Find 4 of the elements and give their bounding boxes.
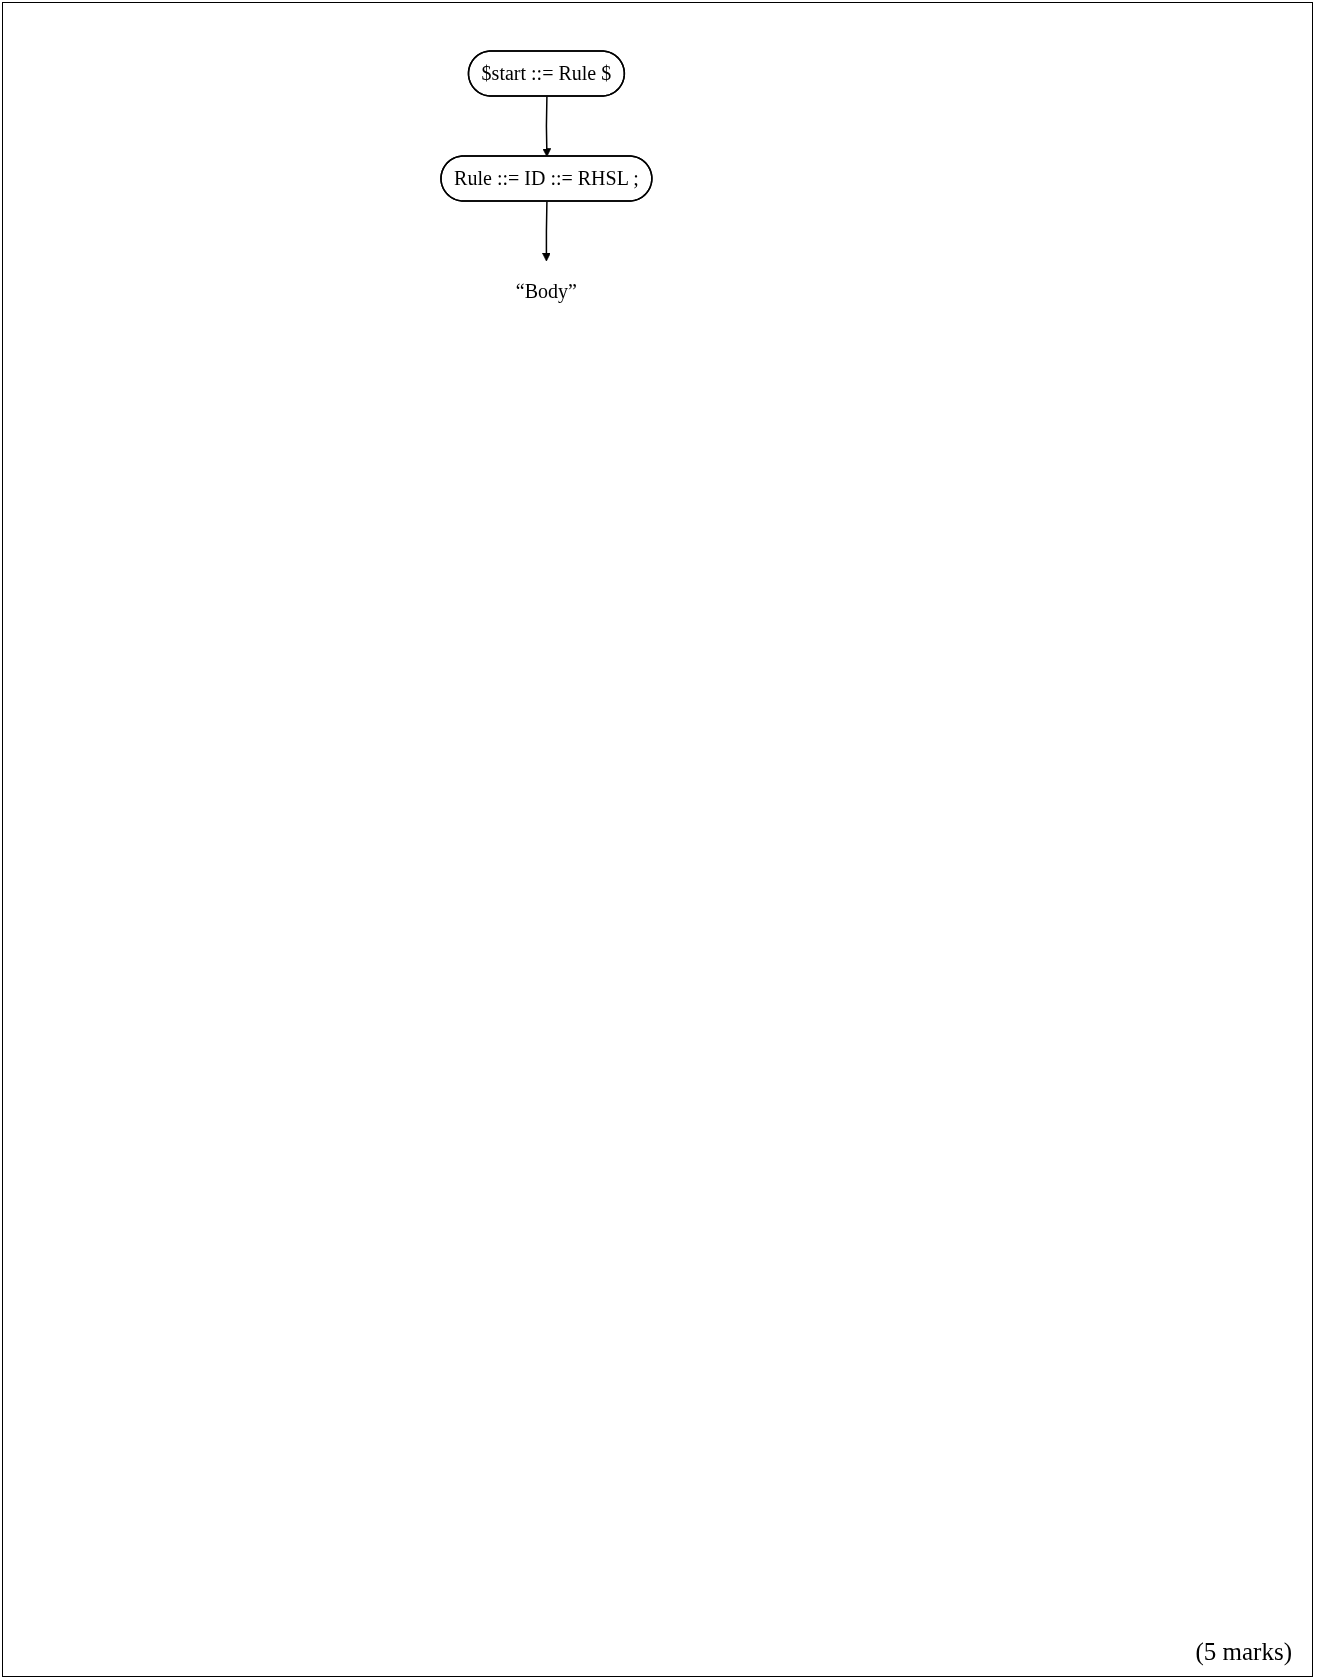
arrow [542, 200, 551, 262]
node-text: “Body” [515, 279, 577, 302]
arrow [542, 95, 552, 157]
marks-note: (5 marks) [1195, 1638, 1292, 1666]
